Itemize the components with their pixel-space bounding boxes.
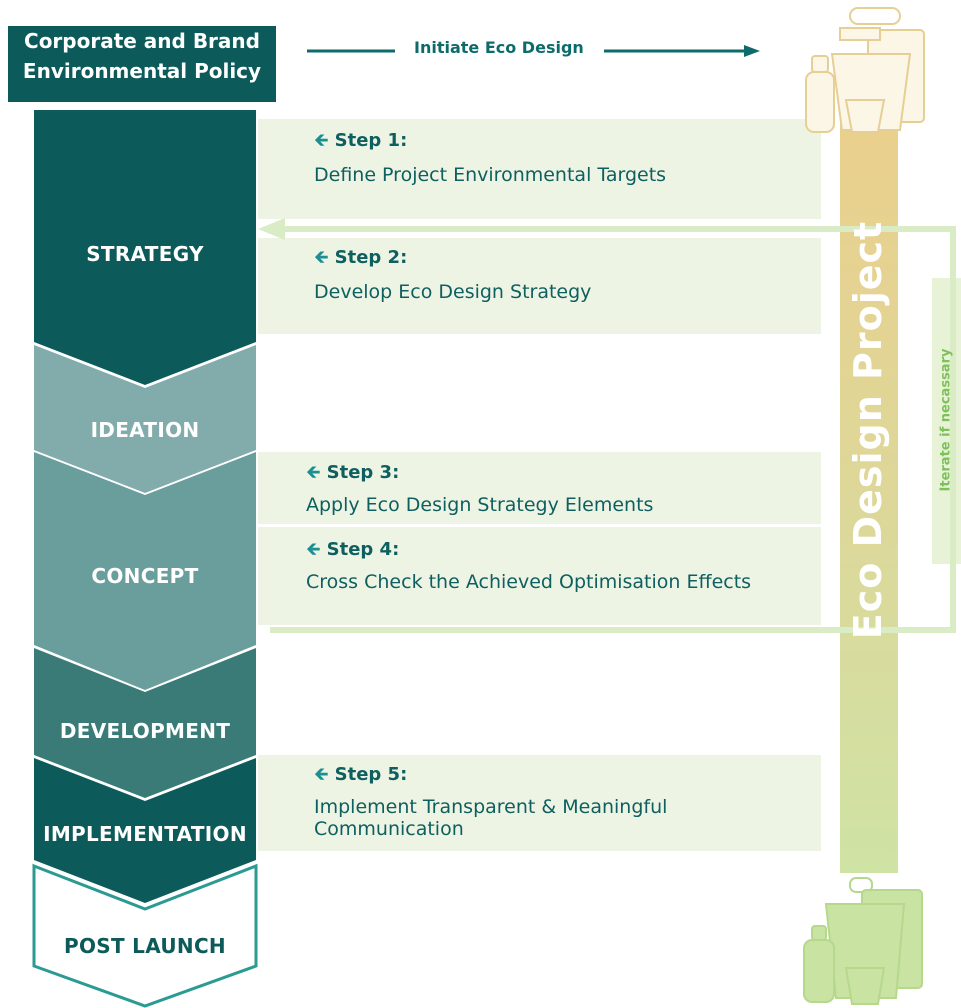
phase-ideation-label: IDEATION <box>90 418 200 442</box>
packaging-bottom-icon <box>803 877 923 1005</box>
left-arrow-icon: 🡸 <box>314 247 329 268</box>
initiate-arrowhead <box>744 45 760 57</box>
step-5-title: Step 5: <box>334 764 408 785</box>
eco-project-label: Eco Design Project <box>846 220 890 640</box>
policy-line-2: Environmental Policy <box>22 59 262 83</box>
phase-ideation-shape <box>34 345 256 493</box>
left-arrow-icon: 🡸 <box>306 539 321 560</box>
step-2-title: Step 2: <box>334 247 408 268</box>
policy-box <box>8 26 276 102</box>
iterate-bar <box>932 278 961 564</box>
step-4-panel <box>258 527 821 625</box>
step-1: 🡸Step 1: Define Project Environmental Ta… <box>314 128 666 186</box>
phase-post-launch-shape <box>32 863 258 1008</box>
step-5: 🡸Step 5: Implement Transparent & Meaning… <box>314 762 667 840</box>
phase-concept-label: CONCEPT <box>91 564 199 588</box>
phase-implementation-shape <box>34 758 256 903</box>
step-5-desc-line-2: Communication <box>314 818 464 840</box>
left-arrow-icon: 🡸 <box>314 130 329 151</box>
step-2: 🡸Step 2: Develop Eco Design Strategy <box>314 245 591 303</box>
left-arrow-icon: 🡸 <box>306 462 321 483</box>
phase-strategy-label: STRATEGY <box>86 242 204 266</box>
step-4: 🡸Step 4: Cross Check the Achieved Optimi… <box>306 537 751 593</box>
step-3-title: Step 3: <box>326 462 400 483</box>
phase-concept-shape <box>34 452 256 690</box>
step-4-desc: Cross Check the Achieved Optimisation Ef… <box>306 571 752 593</box>
step-2-panel <box>258 238 821 334</box>
step-3-panel <box>258 452 821 524</box>
initiate-label: Initiate Eco Design <box>414 38 584 57</box>
phase-development-shape <box>34 648 256 798</box>
policy-box-label: Corporate and Brand Environmental Policy <box>8 26 276 86</box>
step-5-desc-line-1: Implement Transparent & Meaningful <box>314 796 668 818</box>
step-3: 🡸Step 3: Apply Eco Design Strategy Eleme… <box>306 460 653 516</box>
left-arrow-icon: 🡸 <box>314 764 329 785</box>
phase-strategy-shape <box>34 110 256 385</box>
eco-project-bar <box>840 105 898 873</box>
phase-development-label: DEVELOPMENT <box>59 719 231 743</box>
step-1-panel <box>258 119 821 219</box>
step-1-desc: Define Project Environmental Targets <box>314 164 667 186</box>
iteration-arrowhead <box>258 218 285 240</box>
iteration-loop <box>270 226 956 633</box>
step-4-title: Step 4: <box>326 539 400 560</box>
step-1-title: Step 1: <box>334 130 408 151</box>
step-3-desc: Apply Eco Design Strategy Elements <box>306 494 654 516</box>
policy-line-1: Corporate and Brand <box>24 29 260 53</box>
step-5-panel <box>258 755 821 851</box>
phase-implementation-label: IMPLEMENTATION <box>43 822 247 846</box>
packaging-top-icon <box>805 7 925 133</box>
phase-post-launch-label: POST LAUNCH <box>64 934 226 958</box>
step-2-desc: Develop Eco Design Strategy <box>314 281 592 303</box>
iterate-label: Iterate if necassary <box>938 348 954 492</box>
